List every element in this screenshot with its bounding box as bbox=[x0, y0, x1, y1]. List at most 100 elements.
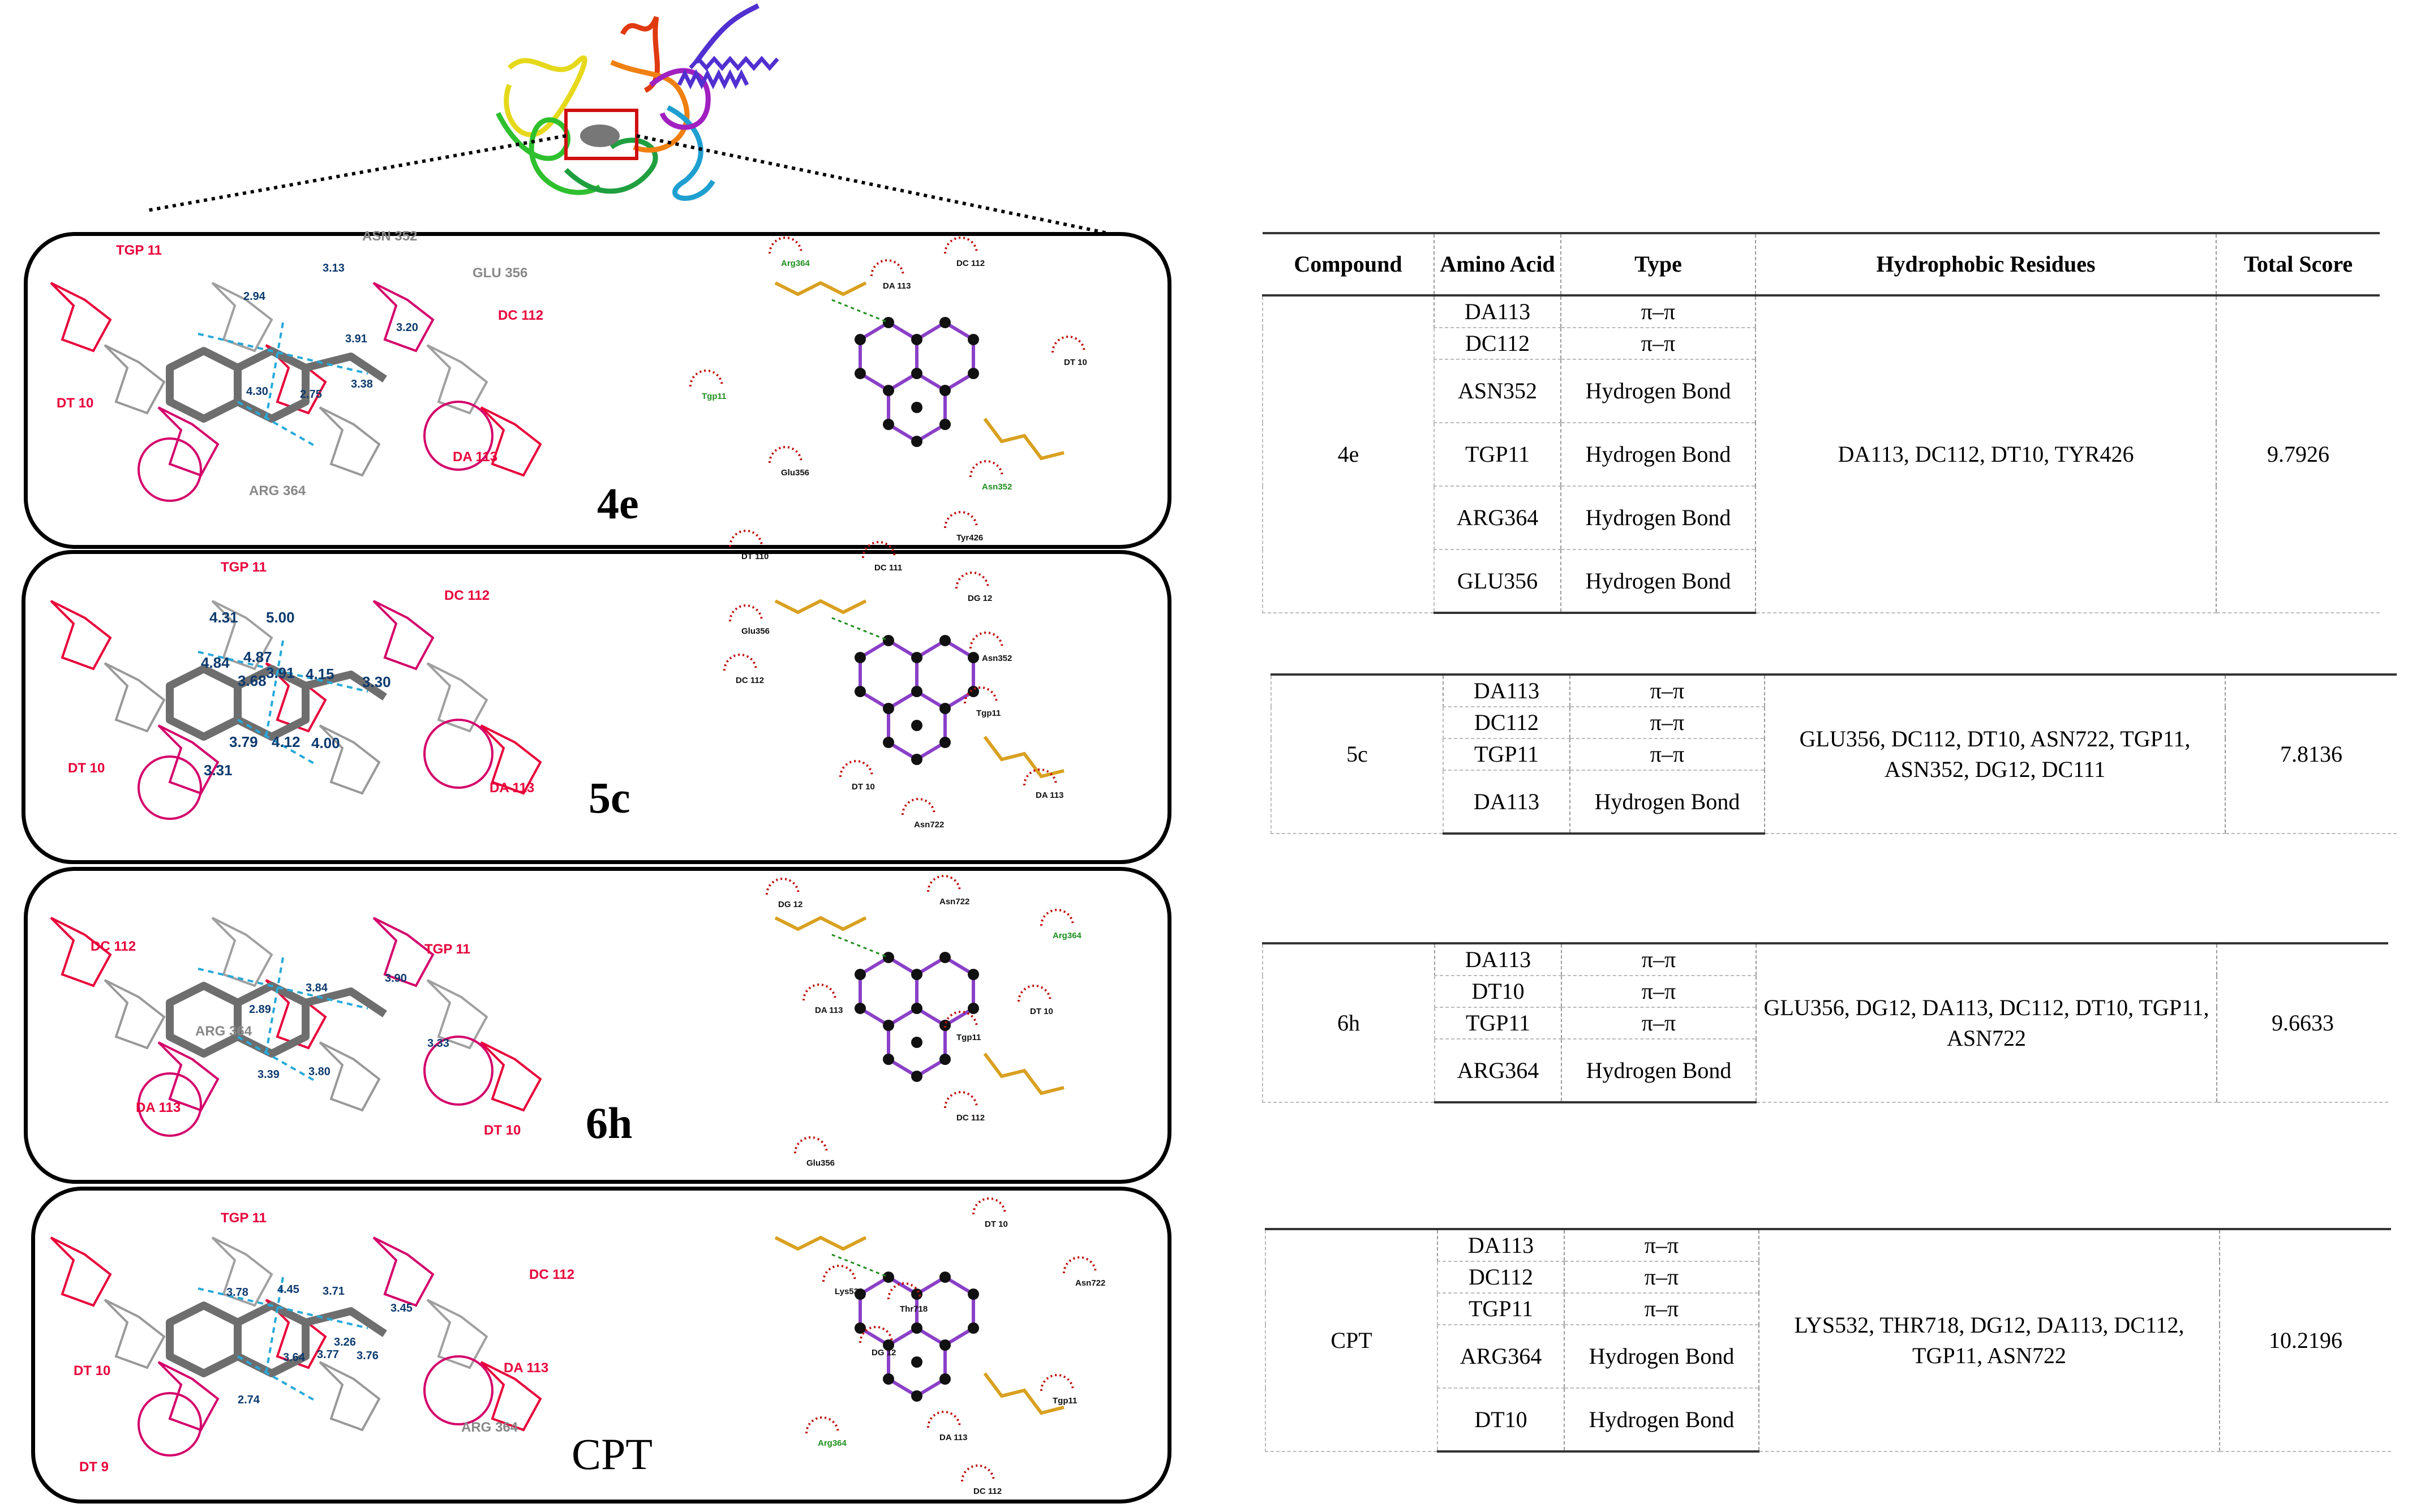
type-cell: π–π bbox=[1560, 295, 1756, 328]
residue-label: DA 113 bbox=[490, 780, 534, 796]
ligplot-residue-chain bbox=[983, 736, 1065, 779]
ligplot-atom bbox=[939, 419, 951, 430]
type-cell: π–π bbox=[1569, 675, 1765, 707]
table-row: 6h DA113 π–π GLU356, DG12, DA113, DC112,… bbox=[1262, 943, 2388, 1103]
table-row: TGP11 π–π bbox=[1263, 1007, 2388, 1040]
hydrophobic-arc bbox=[839, 760, 873, 778]
ligplot-residue-chain bbox=[983, 1372, 1065, 1415]
ligplot-residue-chain bbox=[983, 1053, 1065, 1096]
ligplot-hbond bbox=[831, 934, 889, 959]
table-row: 4e DA113 π–π DA113, DC112, DT10, TYR426 … bbox=[1262, 295, 2380, 613]
ligplot-atom bbox=[883, 737, 894, 748]
residue-wireframe bbox=[319, 724, 381, 795]
hydrophobic-arc bbox=[769, 237, 802, 254]
ligplot-residue-chain bbox=[774, 916, 867, 931]
type-cell: π–π bbox=[1561, 1007, 1756, 1040]
distance-label: 4.00 bbox=[311, 734, 340, 751]
type-cell: Hydrogen Bond bbox=[1560, 359, 1756, 423]
ligplot-atom bbox=[911, 720, 922, 731]
amino-acid-cell: GLU356 bbox=[1433, 549, 1561, 614]
ligplot-residue-label: Asn352 bbox=[982, 482, 1012, 492]
amino-acid-cell: DA113 bbox=[1443, 770, 1570, 835]
ligplot-atom bbox=[939, 1272, 951, 1283]
ligplot-atom bbox=[911, 1390, 922, 1402]
residue-label: TGP 11 bbox=[424, 942, 470, 957]
table-row: DC112 π–π bbox=[1263, 328, 2380, 360]
panel-label-5c: 5c bbox=[589, 773, 630, 822]
amino-acid-cell: DC112 bbox=[1433, 328, 1561, 360]
header-total-score: Total Score bbox=[2216, 233, 2380, 297]
type-cell: π–π bbox=[1569, 707, 1765, 739]
amino-acid-cell: TGP11 bbox=[1437, 1293, 1564, 1325]
ligplot-atom bbox=[968, 1288, 979, 1300]
ligplot-residue-label: DA 113 bbox=[939, 1433, 967, 1442]
ligplot-atom bbox=[883, 419, 894, 430]
residue-wireframe bbox=[319, 1361, 381, 1432]
hydrophobic-arc bbox=[794, 1136, 828, 1154]
interaction-dash bbox=[237, 401, 317, 448]
ligplot-atom bbox=[911, 368, 922, 379]
ligplot-atom bbox=[939, 1054, 951, 1065]
type-cell: Hydrogen Bond bbox=[1569, 770, 1765, 835]
panel-6h-frame bbox=[24, 867, 1171, 1184]
ligplot-residue-label: Arg364 bbox=[1053, 931, 1082, 940]
residue-wireframe bbox=[50, 282, 112, 353]
amino-acid-cell: ARG364 bbox=[1434, 1039, 1561, 1103]
interaction-table-6h: 6h DA113 π–π GLU356, DG12, DA113, DC112,… bbox=[1262, 942, 2388, 1103]
residue-ring bbox=[423, 1355, 493, 1425]
residue-wireframe bbox=[480, 724, 542, 795]
distance-label: 3.30 bbox=[362, 673, 391, 690]
ligplot-atom bbox=[968, 969, 979, 980]
ligplot-atom bbox=[939, 952, 951, 963]
type-cell: π–π bbox=[1564, 1293, 1759, 1325]
ligplot-residue-label: Asn722 bbox=[1075, 1278, 1105, 1288]
hydrophobic-cell: DA113, DC112, DT10, TYR426 bbox=[1755, 295, 2216, 613]
residue-ring bbox=[138, 437, 202, 502]
ligplot-atom bbox=[883, 1272, 894, 1283]
hydrophobic-arc bbox=[1040, 909, 1074, 926]
ligand-sticks bbox=[166, 982, 387, 1058]
ligplot-atom bbox=[968, 686, 979, 697]
residue-label: ARG 364 bbox=[195, 1024, 252, 1039]
ligplot-atom bbox=[883, 1339, 894, 1351]
distance-label: 3.31 bbox=[204, 762, 233, 779]
distance-label: 3.91 bbox=[266, 664, 295, 681]
table-row: ARG364 Hydrogen Bond bbox=[1265, 1325, 2391, 1389]
ligplot-atom bbox=[911, 334, 922, 345]
ligplot-residue-label: Glu356 bbox=[781, 468, 809, 478]
residue-label: ARG 364 bbox=[461, 1420, 518, 1435]
panel-label-6h: 6h bbox=[586, 1098, 633, 1148]
distance-label: 3.71 bbox=[323, 1285, 345, 1298]
score-cell: 7.8136 bbox=[2225, 675, 2397, 834]
residue-label: DT 10 bbox=[484, 1123, 521, 1138]
type-cell: Hydrogen Bond bbox=[1564, 1388, 1759, 1453]
table-row: DC112 π–π bbox=[1265, 1261, 2391, 1294]
residue-wireframe bbox=[480, 406, 542, 477]
ligplot-residue-label: DT 10 bbox=[852, 782, 875, 792]
table-row: 5c DA113 π–π GLU356, DC112, DT10, ASN722… bbox=[1271, 675, 2397, 834]
hydrophobic-arc bbox=[802, 983, 836, 1001]
ligplot-atom bbox=[939, 737, 951, 748]
hydrophobic-arc bbox=[944, 511, 978, 529]
type-cell: π–π bbox=[1561, 943, 1756, 976]
ligplot-atom bbox=[911, 1356, 922, 1368]
residue-ring bbox=[423, 401, 493, 471]
hydrophobic-arc bbox=[769, 446, 802, 463]
ligplot-atom bbox=[911, 1037, 922, 1048]
header-hydrophobic: Hydrophobic Residues bbox=[1755, 233, 2216, 297]
residue-wireframe bbox=[426, 344, 488, 415]
distance-label: 4.84 bbox=[201, 654, 230, 671]
distance-label: 4.31 bbox=[209, 609, 238, 626]
residue-wireframe bbox=[211, 600, 273, 671]
distance-label: 3.64 bbox=[283, 1351, 306, 1364]
hydrophobic-arc bbox=[1051, 336, 1085, 353]
ligplot-residue-chain bbox=[774, 1235, 867, 1251]
residue-wireframe bbox=[319, 1041, 381, 1112]
ligplot-atom bbox=[883, 385, 894, 396]
residue-label: DC 112 bbox=[91, 939, 136, 954]
ligplot-atom bbox=[939, 1339, 951, 1351]
ligplot-hbond bbox=[831, 1253, 889, 1278]
ligplot-residue-chain bbox=[774, 281, 867, 297]
ligplot-atom bbox=[855, 686, 866, 697]
